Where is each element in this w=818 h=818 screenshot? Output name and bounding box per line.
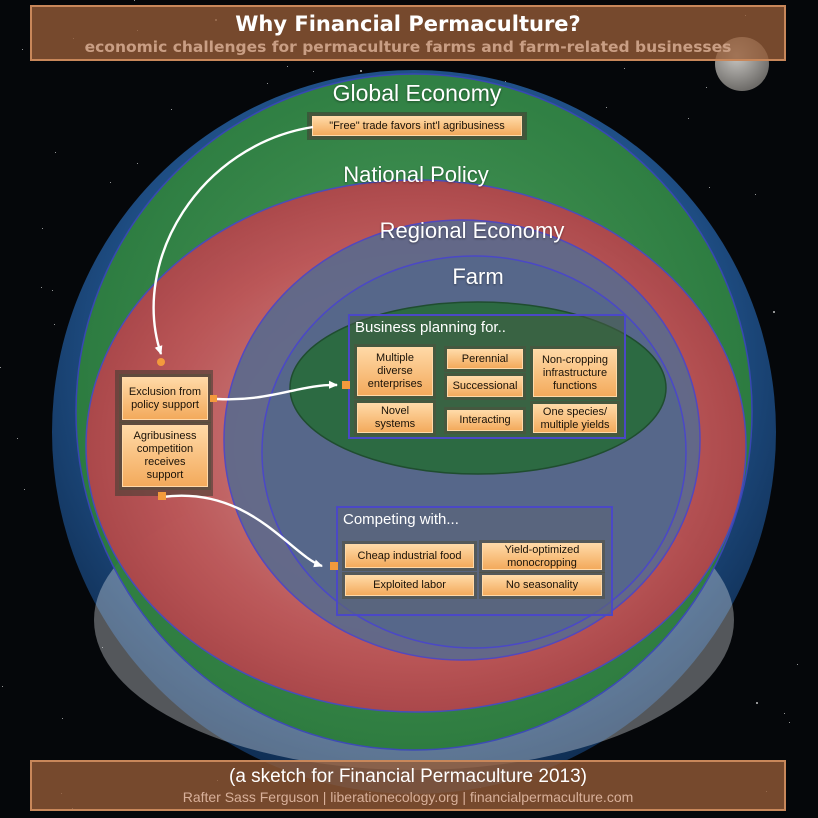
star — [2, 686, 3, 687]
star — [171, 109, 172, 110]
star — [42, 228, 43, 229]
star — [134, 0, 135, 1]
novel-systems-box: Novel systems — [357, 403, 433, 433]
cheap-connector — [330, 562, 338, 570]
star — [110, 182, 111, 183]
star — [773, 311, 775, 313]
exclusion-box: Exclusion from policy support — [122, 377, 208, 420]
star — [606, 107, 607, 108]
star — [0, 367, 1, 368]
star — [706, 87, 707, 88]
national-policy-label: National Policy — [343, 162, 489, 187]
star — [41, 287, 42, 288]
star — [24, 489, 25, 490]
star — [137, 163, 138, 164]
star — [624, 68, 625, 69]
exclusion-arrow — [216, 380, 338, 401]
page-title: Why Financial Permaculture? — [235, 12, 581, 36]
star — [62, 718, 63, 719]
star — [756, 702, 758, 704]
star — [17, 438, 18, 439]
exploited-labor-box: Exploited labor — [345, 575, 474, 596]
perennial-box: Perennial — [447, 349, 523, 369]
free-trade-connector — [157, 358, 165, 366]
agribusiness-box: Agribusiness competition receives suppor… — [122, 425, 208, 487]
competing-title: Competing with... — [343, 511, 459, 528]
star — [287, 66, 288, 67]
free-trade-arrow — [152, 125, 314, 355]
header-banner: Why Financial Permaculture? economic cha… — [30, 5, 786, 61]
footer-credit: Rafter Sass Ferguson | liberationecology… — [182, 789, 634, 805]
star — [54, 324, 55, 325]
footer-caption: (a sketch for Financial Permaculture 201… — [229, 766, 587, 787]
interacting-box: Interacting — [447, 410, 523, 431]
successional-box: Successional — [447, 376, 523, 397]
yield-monocropping-box: Yield-optimized monocropping — [482, 543, 602, 570]
cheap-food-box: Cheap industrial food — [345, 544, 474, 568]
one-species-box: One species/ multiple yields — [533, 404, 617, 433]
page-subtitle: economic challenges for permaculture far… — [84, 38, 732, 56]
star — [505, 81, 506, 82]
star — [709, 187, 710, 188]
star — [360, 70, 362, 72]
star — [797, 664, 798, 665]
star — [755, 194, 756, 195]
agribusiness-arrow — [161, 494, 323, 568]
star — [784, 713, 785, 714]
star — [102, 647, 103, 648]
regional-economy-label: Regional Economy — [379, 218, 565, 243]
multiple-enterprises-box: Multiple diverse enterprises — [357, 347, 433, 396]
star — [22, 49, 23, 50]
noncropping-box: Non-cropping infrastructure functions — [533, 349, 617, 397]
multiple-connector — [342, 381, 350, 389]
footer-banner: (a sketch for Financial Permaculture 201… — [30, 760, 786, 811]
exclusion-connector — [210, 395, 217, 402]
free-trade-box: "Free" trade favors int'l agribusiness — [312, 116, 522, 136]
business-planning-title: Business planning for.. — [355, 319, 506, 336]
global-economy-label: Global Economy — [332, 80, 502, 106]
star — [688, 118, 689, 119]
star — [52, 290, 53, 291]
agribusiness-connector — [158, 492, 166, 500]
farm-label: Farm — [452, 264, 504, 289]
no-seasonality-box: No seasonality — [482, 575, 602, 596]
star — [313, 71, 314, 72]
star — [789, 722, 790, 723]
star — [267, 83, 268, 84]
star — [55, 152, 56, 153]
